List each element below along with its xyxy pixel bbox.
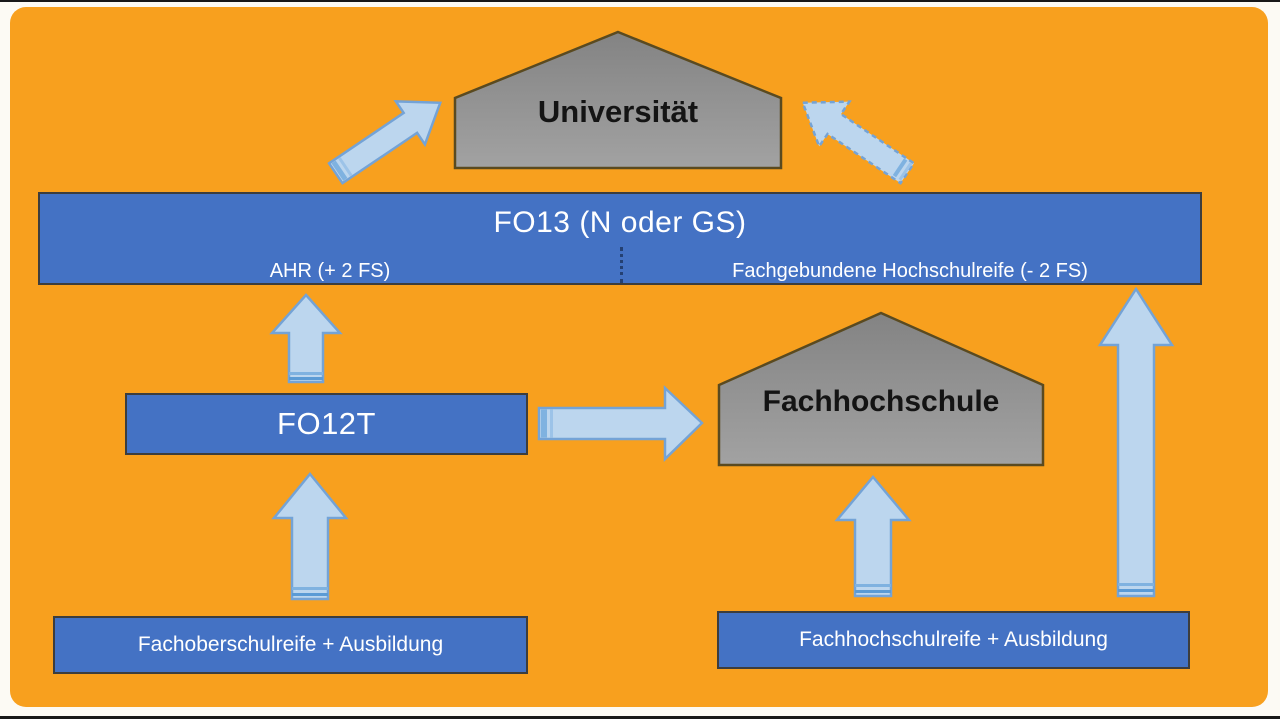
- fo13-left-label: AHR (+ 2 FS): [269, 260, 391, 282]
- arrow-fo12t-to-fo13-icon: [269, 293, 343, 384]
- letterbox-bottom: [0, 716, 1280, 719]
- arrow-fachhochschulreife-to-fachhochschule-icon: [834, 475, 912, 598]
- fo13-title: FO13 (N oder GS): [493, 206, 747, 239]
- fo12t-box: FO12T: [125, 393, 528, 455]
- arrow-fachhochschule-to-universitaet-dashed-icon: [800, 100, 916, 185]
- fachhochschulreife-box: Fachhochschulreife + Ausbildung: [717, 611, 1190, 669]
- fachoberschulreife-label: Fachoberschulreife + Ausbildung: [137, 633, 444, 656]
- fo13-banner: FO13 (N oder GS) AHR (+ 2 FS) Fachgebund…: [38, 192, 1202, 285]
- arrow-fachoberschulreife-to-fo12t-icon: [271, 472, 349, 601]
- fachhochschule-house-icon: [717, 311, 1045, 467]
- arrow-fo13-to-universitaet-icon: [327, 100, 442, 185]
- arrow-fo12t-to-fachhochschule-icon: [537, 385, 704, 462]
- fo13-right-label: Fachgebundene Hochschulreife (- 2 FS): [732, 260, 1088, 282]
- universitaet-house-icon: [453, 30, 783, 170]
- fachhochschule-label: Fachhochschule: [762, 385, 1000, 418]
- fachoberschulreife-box: Fachoberschulreife + Ausbildung: [53, 616, 528, 674]
- fachhochschulreife-label: Fachhochschulreife + Ausbildung: [799, 628, 1108, 651]
- letterbox-top: [0, 0, 1280, 2]
- fo13-dotted-divider: [620, 247, 623, 283]
- universitaet-label: Universität: [537, 94, 699, 129]
- fo12t-label: FO12T: [277, 406, 376, 441]
- arrow-fachhochschulreife-to-fo13-icon: [1097, 286, 1175, 598]
